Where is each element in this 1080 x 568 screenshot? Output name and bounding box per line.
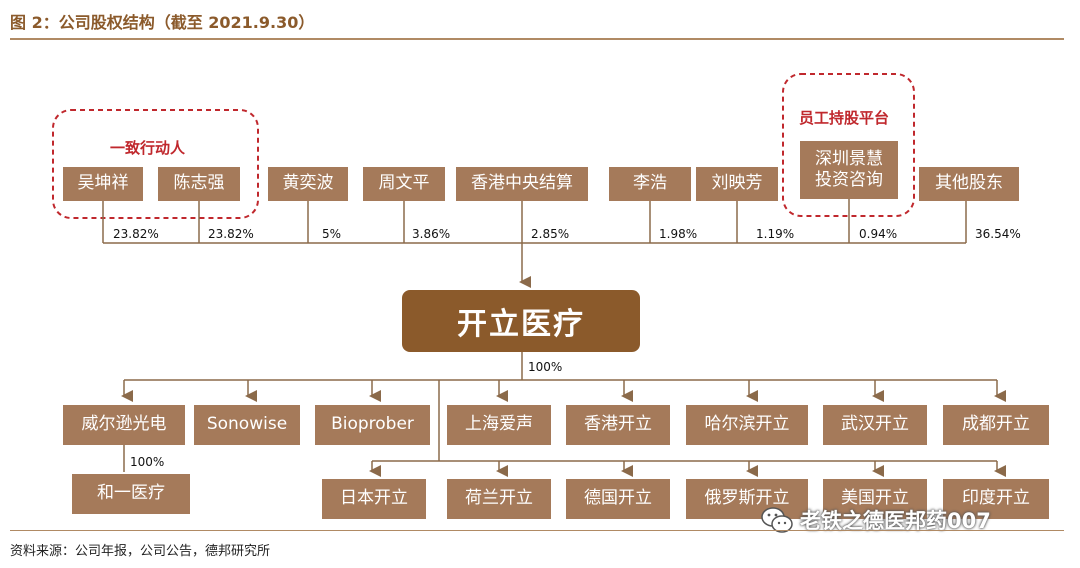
title-divider xyxy=(10,38,1064,40)
subsidiary-box: Sonowise xyxy=(194,405,300,445)
subsidiary-box: 日本开立 xyxy=(322,479,426,519)
subsidiary-box: 荷兰开立 xyxy=(447,479,551,519)
subsidiary-box: Bioprober xyxy=(315,405,430,445)
shareholder-box: 李浩 xyxy=(609,167,691,201)
source-note: 资料来源：公司年报，公司公告，德邦研究所 xyxy=(10,544,271,559)
footer-divider xyxy=(10,530,1064,531)
subsidiary-box: 印度开立 xyxy=(943,479,1049,519)
subsidiary-box: 美国开立 xyxy=(823,479,927,519)
subsidiary-box: 俄罗斯开立 xyxy=(686,479,808,519)
subsidiary-box: 成都开立 xyxy=(943,405,1049,445)
company-holding-pct: 100% xyxy=(528,360,563,374)
holding-pct: 1.98% xyxy=(659,227,698,241)
wechat-icon xyxy=(761,507,793,533)
holding-pct: 5% xyxy=(322,227,342,241)
watermark: 老铁之德医邦药007 xyxy=(760,500,1060,540)
subsidiary-box: 武汉开立 xyxy=(823,405,927,445)
shareholder-box: 刘映芳 xyxy=(696,167,778,201)
shareholder-box: 黄奕波 xyxy=(268,167,348,201)
shareholder-box: 吴坤祥 xyxy=(63,167,143,201)
platform-group-boundary xyxy=(782,73,915,217)
watermark-text: 老铁之德医邦药007 xyxy=(800,509,991,533)
subsidiary-box: 哈尔滨开立 xyxy=(686,405,808,445)
subsidiary-box: 香港开立 xyxy=(566,405,670,445)
holding-pct: 36.54% xyxy=(975,227,1021,241)
holding-pct: 3.86% xyxy=(412,227,451,241)
subsidiary-box: 和一医疗 xyxy=(72,474,190,514)
subsidiary-box: 上海爱声 xyxy=(447,405,551,445)
concert-group-boundary xyxy=(52,109,259,219)
holding-pct: 2.85% xyxy=(531,227,570,241)
concert-group-label: 一致行动人 xyxy=(110,139,186,157)
shareholder-box: 周文平 xyxy=(363,167,445,201)
subsidiary-box: 威尔逊光电 xyxy=(63,405,185,445)
shareholder-box: 香港中央结算 xyxy=(456,167,588,201)
platform-group-label: 员工持股平台 xyxy=(799,109,890,127)
holding-pct: 23.82% xyxy=(113,227,159,241)
company-box: 开立医疗 xyxy=(402,290,640,352)
holding-pct: 0.94% xyxy=(859,227,898,241)
figure-title: 图 2：公司股权结构（截至 2021.9.30） xyxy=(10,13,315,32)
shareholder-box: 陈志强 xyxy=(158,167,240,201)
holding-pct: 1.19% xyxy=(756,227,795,241)
shareholder-box: 深圳景慧投资咨询 xyxy=(800,141,898,199)
subsidiary-box: 德国开立 xyxy=(566,479,670,519)
subsidiary-holding-pct: 100% xyxy=(130,455,165,469)
holding-pct: 23.82% xyxy=(208,227,254,241)
shareholder-box: 其他股东 xyxy=(919,167,1019,201)
